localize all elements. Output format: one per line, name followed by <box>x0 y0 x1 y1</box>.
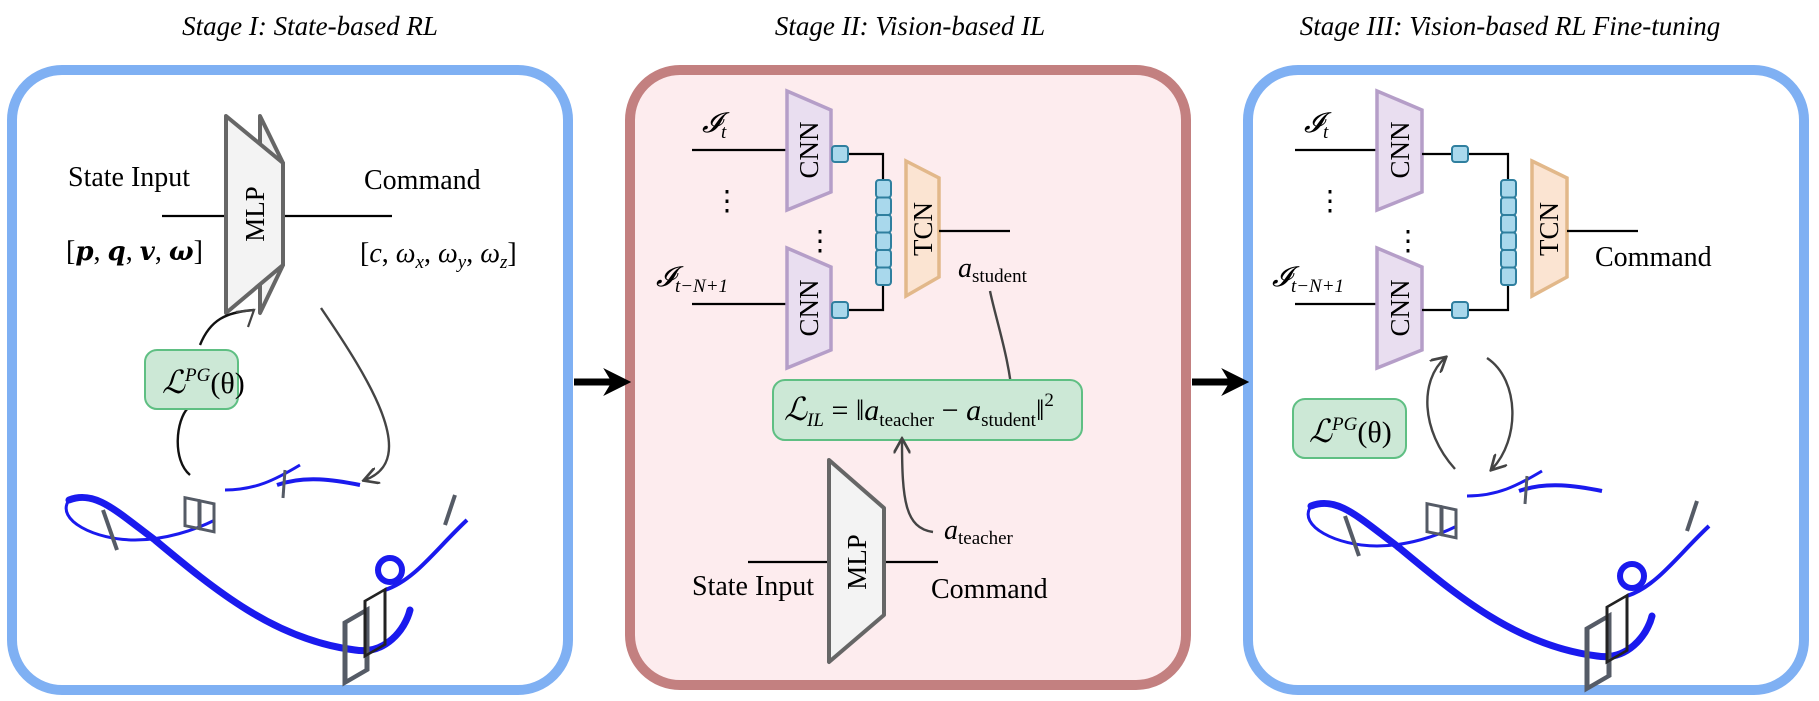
feature-connector-top-s3 <box>1422 152 1510 181</box>
trajectory-segment-upper <box>224 463 301 492</box>
gate <box>1685 500 1699 532</box>
tcn-block <box>904 158 941 300</box>
cnn-ellipsis: ⋮ <box>806 226 834 257</box>
flight-trajectory-s3 <box>1306 469 1711 693</box>
gate <box>1584 611 1612 693</box>
trajectory-segment-exit <box>1626 524 1711 598</box>
cnn-label-top: CNN <box>794 121 824 178</box>
vertical-ellipsis-s3: ⋮ <box>1316 186 1344 217</box>
mlp-label: MLP <box>240 186 270 242</box>
student-action-label: astudent <box>958 253 1028 287</box>
teacher-action-label: ateacher <box>944 515 1014 549</box>
feature-token-bottom <box>831 301 849 319</box>
cnn-label-top-s3: CNN <box>1385 121 1415 178</box>
feature-token <box>1500 214 1517 234</box>
gate <box>1440 505 1458 540</box>
feature-token <box>1500 179 1517 199</box>
state-input-label: State Input <box>68 162 190 193</box>
cnn-block-bottom <box>785 245 833 371</box>
command-label: Command <box>364 165 481 196</box>
feature-token <box>875 179 892 199</box>
gate <box>1605 593 1629 665</box>
policy-gradient-loss-box-s3 <box>1292 398 1407 459</box>
trajectory-loop <box>64 499 216 542</box>
tcn-label-s3: TCN <box>1534 202 1564 256</box>
policy-to-env-arrow <box>1486 357 1514 469</box>
teacher-state-input-label: State Input <box>692 571 814 602</box>
imitation-loss: ℒIL = ‖ateacher − astudent‖2 <box>784 390 1054 431</box>
gate <box>443 494 457 526</box>
feature-token <box>875 231 892 251</box>
stage-3-content: 𝓘t ⋮ 𝓘t−N+1 CNN ⋮ CNN TCN Command ℒPG(θ) <box>1272 88 1712 693</box>
teacher-mlp-label: MLP <box>842 534 872 590</box>
gate <box>281 469 287 499</box>
policy-gradient-loss: ℒPG(θ) <box>162 364 245 400</box>
policy-gradient-loss-s3: ℒPG(θ) <box>1309 413 1392 449</box>
mlp-block-shape <box>224 114 285 315</box>
feature-sequence-stack-s3 <box>1500 179 1517 286</box>
teacher-mlp-block <box>827 458 886 664</box>
gate <box>1343 515 1361 557</box>
feature-token-top-s3 <box>1451 145 1469 163</box>
stage-2-content: 𝓘t ⋮ 𝓘t−N+1 CNN ⋮ CNN TCN astudent ℒIL =… <box>656 88 1083 664</box>
stage-3-panel <box>1243 65 1809 695</box>
feature-token <box>875 266 892 286</box>
trajectory-segment-upper <box>1466 469 1543 498</box>
feature-token <box>1500 266 1517 286</box>
cnn-ellipsis-s3: ⋮ <box>1394 226 1422 257</box>
gate <box>101 509 119 551</box>
gate <box>342 605 370 687</box>
stage-1-content: MLP State Input Command [p, q, v, ω] [c,… <box>64 114 517 687</box>
feature-token <box>875 214 892 234</box>
feature-token <box>875 196 892 216</box>
tcn-block-s3 <box>1530 158 1569 299</box>
cnn-block-top-s3 <box>1375 88 1424 213</box>
feature-token-bottom-s3 <box>1451 301 1469 319</box>
command-vector: [c, ωx, ωy, ωz] <box>360 238 517 273</box>
feature-token-top <box>831 145 849 163</box>
mlp-to-env-arrow <box>320 307 391 480</box>
loss-to-policy-arrow <box>1426 358 1456 470</box>
feature-token <box>1500 196 1517 216</box>
gate <box>1523 475 1529 505</box>
cnn-label-bottom-s3: CNN <box>1385 279 1415 336</box>
command-label-s3: Command <box>1595 242 1712 273</box>
trajectory-segment-exit <box>384 518 469 592</box>
vertical-ellipsis: ⋮ <box>713 186 741 217</box>
policy-gradient-loss-box <box>144 349 239 410</box>
cnn-label-bottom: CNN <box>794 279 824 336</box>
imitation-loss-box <box>772 379 1083 441</box>
tcn-label: TCN <box>908 202 938 256</box>
teacher-to-loss-arrow <box>902 440 934 534</box>
stage-3-title: Stage III: Vision-based RL Fine-tuning <box>1300 11 1720 41</box>
teacher-command-label: Command <box>931 574 1048 605</box>
trajectory-visualization <box>64 463 469 687</box>
image-input-bottom: 𝓘t−N+1 <box>656 262 728 297</box>
feature-sequence-stack <box>875 179 892 286</box>
state-vector: [p, q, v, ω] <box>66 236 203 267</box>
feature-token <box>875 249 892 269</box>
loss-to-mlp-arrowhead <box>235 308 256 328</box>
trajectory-loop <box>1306 505 1458 548</box>
cnn-block-bottom-s3 <box>1375 245 1424 371</box>
trajectory-loop-ring <box>375 555 405 585</box>
feature-token <box>1500 231 1517 251</box>
trajectory-visualization-s3 <box>1306 469 1711 693</box>
stage-2-title: Stage II: Vision-based IL <box>775 11 1045 41</box>
stage-1-title: Stage I: State-based RL <box>182 11 438 41</box>
gate <box>198 499 216 534</box>
cnn-block-top <box>785 88 833 213</box>
feature-connector-bottom-s3 <box>1422 283 1510 312</box>
feature-token <box>1500 249 1517 269</box>
flight-trajectory <box>64 463 469 687</box>
trajectory-loop-ring <box>1617 561 1647 591</box>
gate <box>363 587 387 659</box>
